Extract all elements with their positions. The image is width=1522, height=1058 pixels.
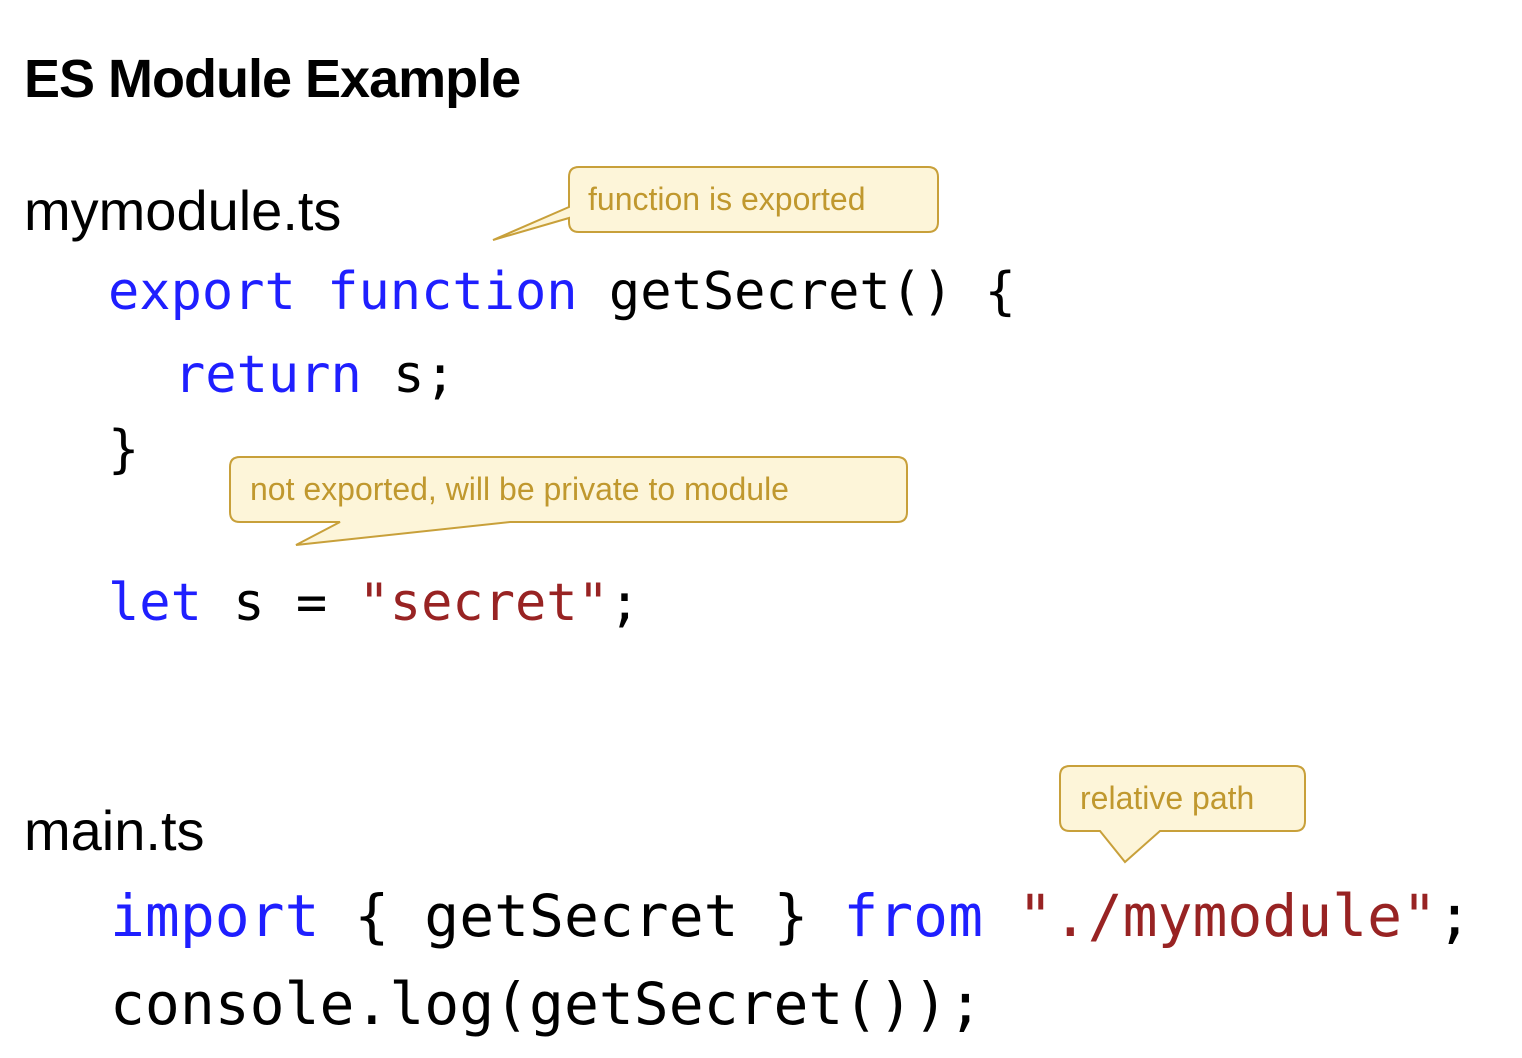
file-name-main: main.ts: [24, 799, 205, 862]
callout-exported-text: function is exported: [588, 181, 866, 217]
string-literal: "./mymodule": [1017, 882, 1437, 950]
keyword: function: [327, 262, 578, 322]
file-name-mymodule: mymodule.ts: [24, 179, 342, 242]
code-text: }: [108, 420, 140, 480]
code-line-export: export function getSecret() {: [108, 262, 1016, 322]
keyword: import: [110, 882, 320, 950]
code-text: ;: [608, 573, 641, 633]
keyword: return: [174, 345, 362, 405]
code-line-close-brace: }: [108, 420, 139, 480]
callout-private-text: not exported, will be private to module: [250, 471, 789, 507]
keyword: from: [843, 882, 983, 950]
code-text: { getSecret }: [319, 882, 844, 950]
callout-relative-path-text: relative path: [1080, 780, 1255, 816]
code-text: getSecret() {: [577, 262, 1016, 322]
code-line-import: import { getSecret } from "./mymodule";: [110, 882, 1472, 950]
keyword: export: [108, 262, 296, 322]
code-text: ;: [1436, 882, 1472, 950]
code-text: s;: [361, 345, 456, 405]
callout-bubble-exported: [492, 166, 939, 241]
callout-bubble-relative-path: [1059, 765, 1306, 864]
string-literal: "secret": [358, 573, 609, 633]
callout-bubble-private: [229, 456, 908, 546]
code-text: s =: [201, 573, 359, 633]
code-line-return: return s;: [174, 345, 456, 405]
slide-title: ES Module Example: [24, 49, 521, 109]
code-line-console-log: console.log(getSecret());: [110, 970, 983, 1038]
code-text: console.log(getSecret());: [110, 970, 983, 1038]
keyword: let: [108, 573, 202, 633]
code-line-let: let s = "secret";: [108, 573, 640, 633]
